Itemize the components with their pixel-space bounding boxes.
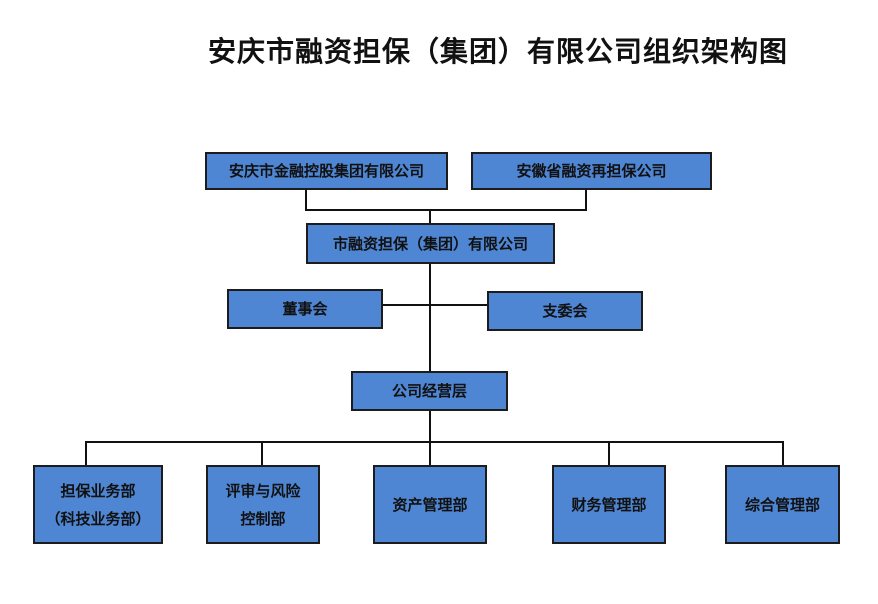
board-box: 董事会 xyxy=(227,289,383,329)
department-label-line1: 财务管理部 xyxy=(571,495,647,514)
department-box-review-risk: 评审与风险 控制部 xyxy=(206,465,320,544)
company-label: 市融资担保（集团）有限公司 xyxy=(332,234,528,253)
shareholder-box-financial-holding: 安庆市金融控股集团有限公司 xyxy=(205,152,448,190)
diagram-title: 安庆市融资担保（集团）有限公司组织架构图 xyxy=(207,35,788,68)
department-box-finance: 财务管理部 xyxy=(552,465,666,544)
department-label-line1: 担保业务部 xyxy=(60,481,136,500)
department-label-line1: 综合管理部 xyxy=(744,495,820,514)
department-box-general: 综合管理部 xyxy=(725,465,840,544)
management-box: 公司经营层 xyxy=(351,371,508,411)
department-box-asset: 资产管理部 xyxy=(373,465,487,544)
shareholder-label: 安徽省融资再担保公司 xyxy=(516,162,667,180)
department-label-line2: （科技业务部） xyxy=(45,509,151,528)
management-label: 公司经营层 xyxy=(391,382,467,400)
party-committee-box: 支委会 xyxy=(487,291,643,331)
shareholder-box-provincial-reguarantee: 安徽省融资再担保公司 xyxy=(471,152,712,190)
department-label-line1: 资产管理部 xyxy=(392,495,468,514)
department-label-line2: 控制部 xyxy=(240,509,286,528)
department-label-line1: 评审与风险 xyxy=(225,481,301,500)
shareholder-label: 安庆市金融控股集团有限公司 xyxy=(228,162,424,180)
company-box: 市融资担保（集团）有限公司 xyxy=(306,223,555,264)
department-box-guarantee: 担保业务部 （科技业务部） xyxy=(33,465,163,544)
board-label: 董事会 xyxy=(282,300,328,318)
party-committee-label: 支委会 xyxy=(542,302,588,320)
